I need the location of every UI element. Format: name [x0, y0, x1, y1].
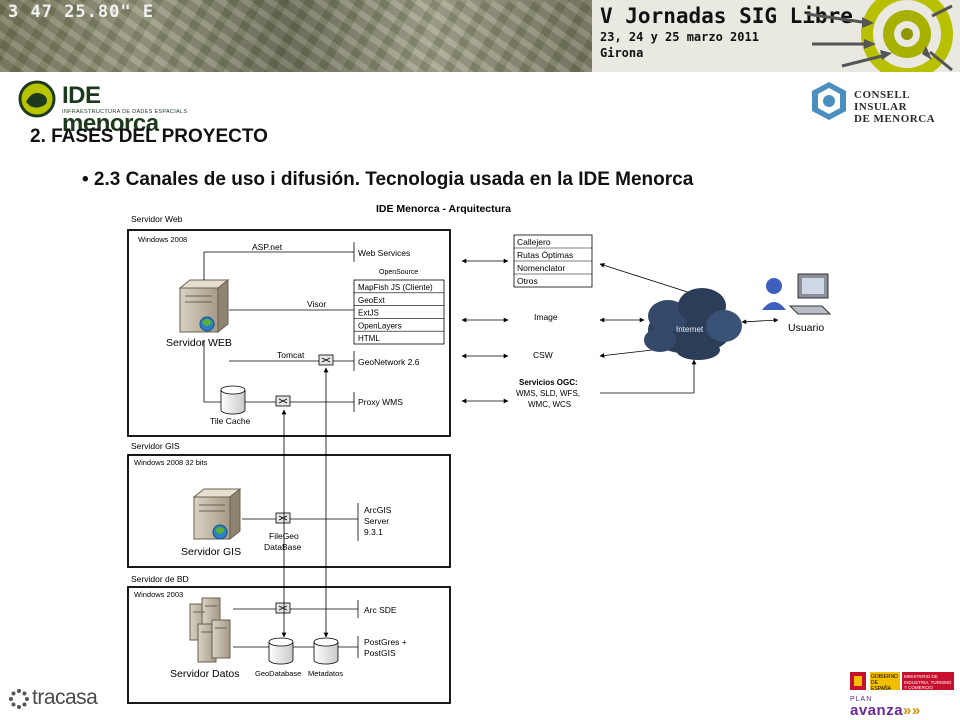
arcgis-label-1: ArcGIS [364, 505, 392, 515]
web-server-icon [178, 278, 230, 334]
coordinates-text: 3 47 25.80" E [8, 2, 155, 22]
visor-stack-item: MapFish JS (Cliente) [358, 283, 433, 292]
header-banner: 3 47 25.80" E V Jornadas SIG Libre 23, 2… [0, 0, 960, 72]
visor-stack-item: HTML [358, 334, 380, 343]
visor-stack-item: GeoExt [358, 296, 385, 305]
ide-menorca-subtitle: INFRAESTRUCTURA DE DADES ESPACIALS [62, 109, 188, 115]
internet-cloud-icon [644, 288, 742, 360]
plan-avanza-name: avanza [850, 702, 904, 719]
arcsde-label: Arc SDE [364, 605, 397, 615]
service-item: Callejero [517, 237, 551, 247]
visor-stack: MapFish JS (Cliente) GeoExt ExtJS OpenLa… [353, 279, 445, 345]
target-logo-icon [806, 0, 953, 72]
diagram-title: IDE Menorca - Arquitectura [376, 203, 511, 215]
ide-menorca-emblem-icon [18, 80, 56, 118]
aspnet-label: ASP.net [252, 242, 283, 252]
service-item: Rutas Óptimas [517, 250, 573, 260]
image-label: Image [534, 312, 558, 322]
web-services-label: Web Services [358, 248, 410, 258]
conference-banner: V Jornadas SIG Libre 23, 24 y 25 marzo 2… [592, 0, 960, 72]
arcgis-label-3: 9.3.1 [364, 527, 383, 537]
spain-coat-of-arms-icon [850, 672, 866, 690]
bd-server-group-label: Servidor de BD [131, 574, 189, 584]
filegeo-switch-icon [275, 512, 291, 524]
consell-insular-logo: CONSELL INSULAR DE MENORCA [808, 80, 958, 125]
postgres-label-1: PostGres + [364, 637, 407, 647]
conference-dates: 23, 24 y 25 marzo 2011 [600, 30, 759, 44]
web-os-label: Windows 2008 [138, 235, 187, 244]
gobierno-espana-logo: GOBIERNO DE ESPAÑA MINISTERIO DE INDUSTR… [848, 668, 956, 694]
consell-insular-text: CONSELL INSULAR DE MENORCA [854, 89, 958, 125]
plan-small-text: PLAN [850, 696, 873, 703]
geodatabase-db-icon [268, 637, 294, 665]
data-servers-icon [189, 597, 231, 663]
tomcat-label: Tomcat [277, 350, 305, 360]
plan-avanza-logo: PLAN avanza»» [850, 696, 958, 719]
csw-label: CSW [533, 350, 553, 360]
tracasa-text: tracasa [32, 686, 98, 709]
proxy-wms-label: Proxy WMS [358, 397, 403, 407]
web-server-group-label: Servidor Web [131, 214, 183, 224]
service-item: Nomenclator [517, 263, 565, 273]
tile-cache-db-icon [220, 385, 246, 415]
tomcat-switch-icon [318, 354, 334, 366]
consell-line-1: CONSELL INSULAR [854, 89, 910, 113]
consell-line-2: DE MENORCA [854, 113, 936, 125]
consell-emblem-icon [812, 82, 846, 120]
geonetwork-label: GeoNetwork 2.6 [358, 357, 420, 367]
user-label: Usuario [788, 322, 824, 334]
gis-os-label: Windows 2008 32 bits [134, 458, 208, 467]
geodatabase-label: GeoDatabase [255, 669, 301, 678]
services-internet-arrow [599, 263, 701, 297]
gis-server-box [127, 454, 451, 568]
filegeo-label-2: DataBase [264, 542, 302, 552]
gis-server-label: Servidor GIS [181, 546, 241, 558]
data-server-label: Servidor Datos [170, 668, 239, 680]
section-title: 2. FASES DEL PROYECTO [30, 126, 268, 147]
metadatos-label: Metadatos [308, 669, 343, 678]
tile-cache-label: Tile Cache [210, 416, 251, 426]
internet-label: Internet [676, 325, 704, 334]
gis-server-group-label: Servidor GIS [131, 441, 180, 451]
bd-os-label: Windows 2003 [134, 590, 183, 599]
ide-menorca-name: IDE menorca [62, 82, 159, 137]
ogc-line-2: WMC, WCS [528, 400, 571, 409]
architecture-diagram: IDE Menorca - Arquitectura Servidor Web … [127, 203, 832, 704]
visor-stack-item: ExtJS [358, 309, 379, 318]
services-list: Callejero Rutas Óptimas Nomenclator Otro… [513, 234, 593, 288]
bd-server-box [127, 586, 451, 704]
proxy-switch-icon [275, 395, 291, 407]
gis-server-icon [192, 487, 242, 541]
ogc-line-1: WMS, SLD, WFS, [516, 389, 580, 398]
plan-avanza-marks: »» [903, 702, 921, 719]
gov-line-2: DE ESPAÑA [871, 680, 891, 692]
postgres-label-2: PostGIS [364, 648, 396, 658]
ministry-label: MINISTERIO DE INDUSTRIA, TURISMO Y COMER… [904, 674, 952, 690]
web-server-label: Servidor WEB [166, 337, 232, 349]
ide-menorca-logo: IDE menorca INFRAESTRUCTURA DE DADES ESP… [18, 80, 187, 137]
arcsde-switch-icon [275, 602, 291, 614]
user-arrow [741, 317, 779, 325]
ogc-title: Servicios OGC: [519, 378, 578, 387]
web-server-box [127, 229, 451, 437]
conference-city: Girona [600, 46, 644, 60]
gov-label-box: GOBIERNO DE ESPAÑA [870, 672, 900, 692]
tracasa-logo: tracasa [8, 686, 108, 712]
visor-stack-item: OpenLayers [358, 321, 402, 330]
tracasa-emblem-icon [9, 689, 29, 709]
visor-label: Visor [307, 299, 326, 309]
arcgis-label-2: Server [364, 516, 389, 526]
plan-avanza-text: avanza»» [850, 702, 921, 719]
service-item: Otros [517, 276, 538, 286]
opensource-label: OpenSource [379, 269, 418, 276]
user-computer-icon [762, 273, 832, 315]
ministry-label-box: MINISTERIO DE INDUSTRIA, TURISMO Y COMER… [902, 672, 954, 690]
slide-subtitle: • 2.3 Canales de uso i difusión. Tecnolo… [82, 169, 694, 190]
gov-line-1: GOBIERNO [871, 674, 898, 680]
metadatos-db-icon [313, 637, 339, 665]
